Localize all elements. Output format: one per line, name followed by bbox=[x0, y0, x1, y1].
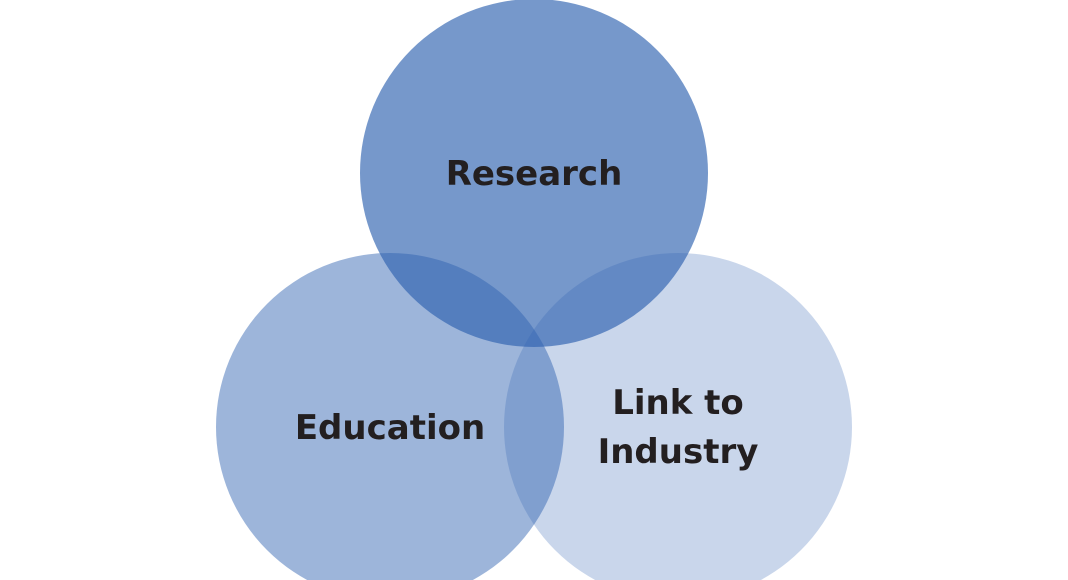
industry-circle bbox=[504, 253, 852, 580]
research-label: Research bbox=[446, 154, 623, 194]
education-label: Education bbox=[295, 408, 485, 448]
industry-label-line2: Industry bbox=[598, 432, 759, 472]
industry-label-line1: Link to bbox=[612, 383, 744, 423]
education-circle bbox=[216, 253, 564, 580]
research-circle bbox=[360, 0, 708, 347]
